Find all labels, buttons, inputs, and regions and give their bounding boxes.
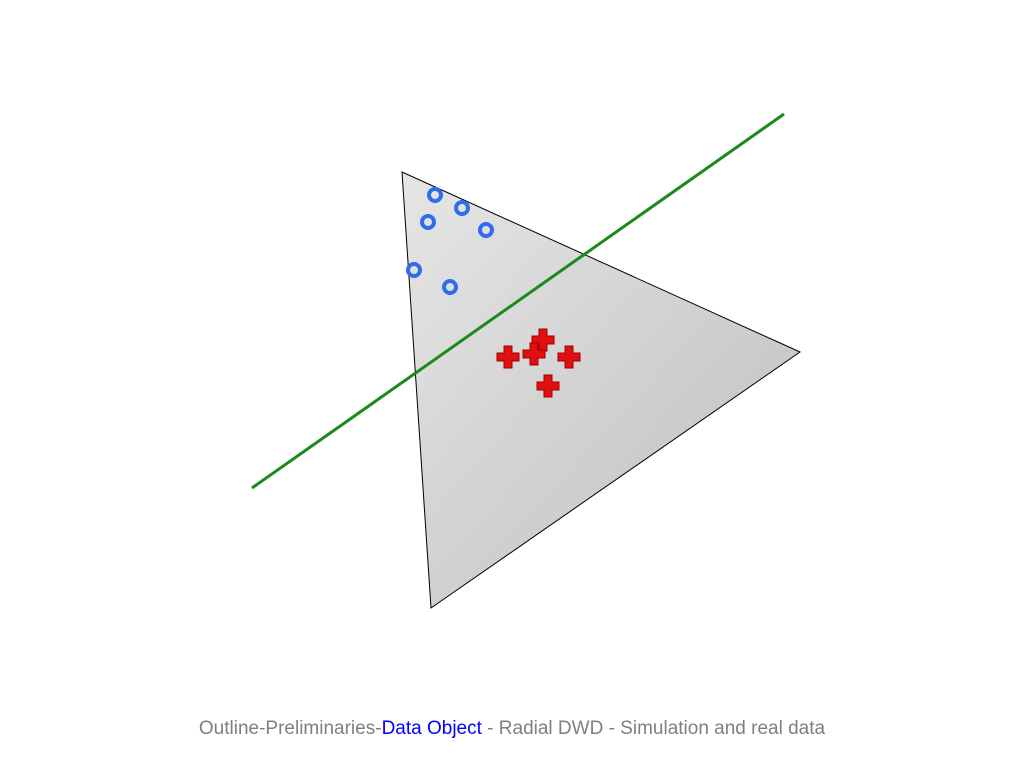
triangle-region <box>401 171 802 609</box>
footer-remaining-text: - Radial DWD - Simulation and real data <box>481 718 826 739</box>
slide-footer: Outline-Preliminaries-Data Object - Radi… <box>0 718 1024 740</box>
ring-marker <box>454 200 470 216</box>
class-a-points <box>406 187 494 295</box>
ring-marker <box>406 262 422 278</box>
ring-marker <box>427 187 443 203</box>
separating-line <box>251 112 785 490</box>
footer-current-section: Data Object <box>381 718 482 739</box>
footer-outline-text: Outline-Preliminaries- <box>198 718 382 739</box>
ring-marker <box>442 279 458 295</box>
ring-marker <box>420 214 436 230</box>
ring-marker <box>478 222 494 238</box>
